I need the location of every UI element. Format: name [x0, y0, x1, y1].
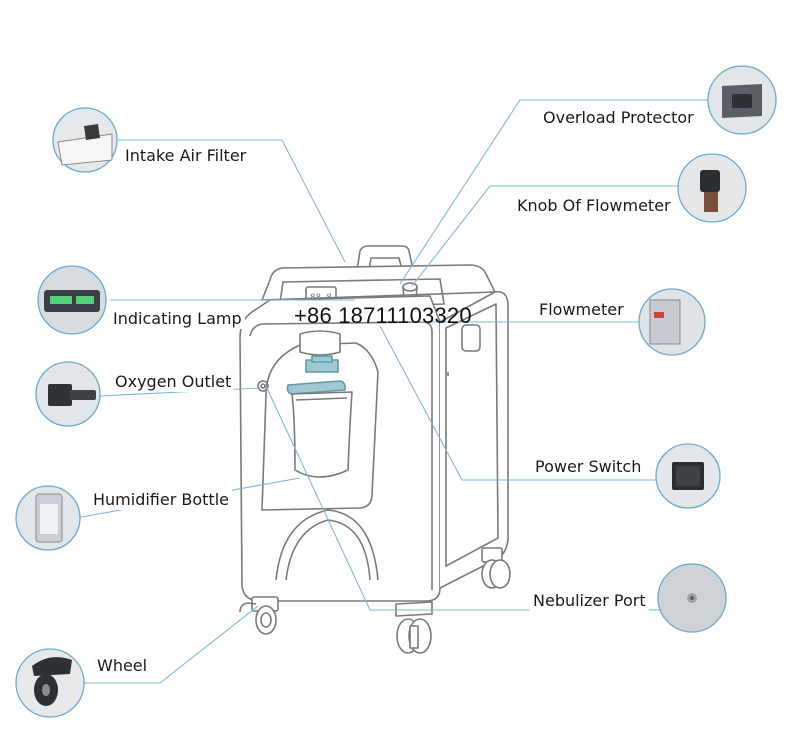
callout-knob-flowmeter: [677, 153, 747, 223]
leader-wheel: [80, 605, 259, 684]
carry-handle: [356, 245, 414, 271]
label-power-switch: Power Switch: [532, 457, 645, 477]
label-oxygen-outlet: Oxygen Outlet: [112, 372, 235, 392]
humidifier-bottle: [286, 330, 353, 478]
label-overload-protector: Overload Protector: [540, 108, 697, 128]
label-intake-air-filter: Intake Air Filter: [122, 146, 250, 166]
label-wheel: Wheel: [94, 656, 151, 676]
front-recess: [261, 342, 379, 511]
callout-oxygen-outlet: [35, 361, 101, 427]
callout-intake-air-filter: [52, 107, 118, 173]
callout-humidifier-bottle: [15, 485, 81, 551]
label-flowmeter: Flowmeter: [536, 300, 627, 320]
callout-wheel: [15, 648, 85, 718]
leader-intake-air-filter: [112, 139, 346, 263]
leader-knob-flowmeter: [411, 185, 680, 287]
callout-indicating-lamp: [37, 265, 107, 335]
callout-flowmeter: [638, 288, 706, 356]
label-nebulizer-port: Nebulizer Port: [530, 591, 649, 611]
front-arch: [275, 509, 379, 581]
label-humidifier-bottle: Humidifier Bottle: [90, 490, 232, 510]
wheel-front-left: [239, 596, 279, 635]
label-knob-flowmeter: Knob Of Flowmeter: [514, 196, 674, 216]
leader-overload-protector: [399, 99, 710, 285]
side-handle-slot: [461, 324, 481, 352]
callouts: [15, 65, 777, 718]
contact-phone-number: +86 18711103320: [294, 303, 472, 328]
wheel-side-back: [481, 547, 511, 589]
callout-nebulizer-port: [657, 563, 727, 633]
callout-power-switch: [655, 443, 721, 509]
top-panel: [261, 264, 496, 301]
oxygen-concentrator: 88.8: [239, 245, 511, 654]
label-indicating-lamp: Indicating Lamp: [110, 309, 245, 329]
oxygen-outlet-nozzle: [257, 380, 269, 392]
callout-overload-protector: [707, 65, 777, 135]
leader-power-switch: [379, 325, 656, 481]
wheel-front-right: [395, 601, 433, 654]
